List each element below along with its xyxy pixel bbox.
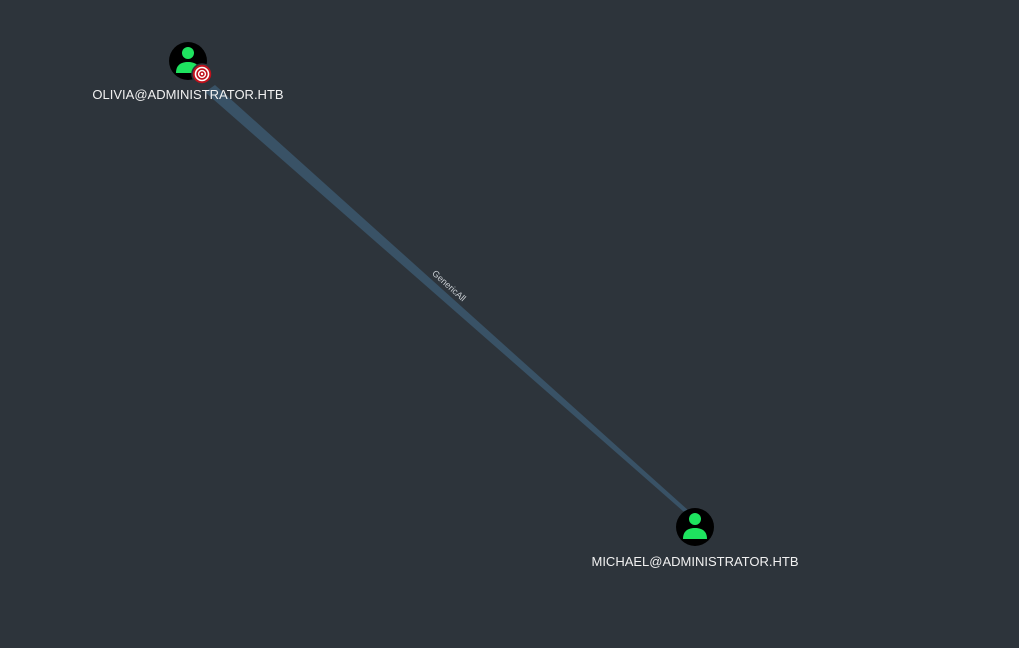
user-icon: [683, 513, 707, 539]
edge-line[interactable]: [205, 85, 689, 512]
node-label: OLIVIA@ADMINISTRATOR.HTB: [92, 87, 283, 102]
node-label: MICHAEL@ADMINISTRATOR.HTB: [591, 554, 798, 569]
node-olivia[interactable]: OLIVIA@ADMINISTRATOR.HTB: [92, 42, 284, 102]
node-michael[interactable]: MICHAEL@ADMINISTRATOR.HTB: [591, 508, 799, 569]
target-icon: [191, 63, 213, 85]
edge-genericall[interactable]: GenericAll: [205, 85, 689, 512]
